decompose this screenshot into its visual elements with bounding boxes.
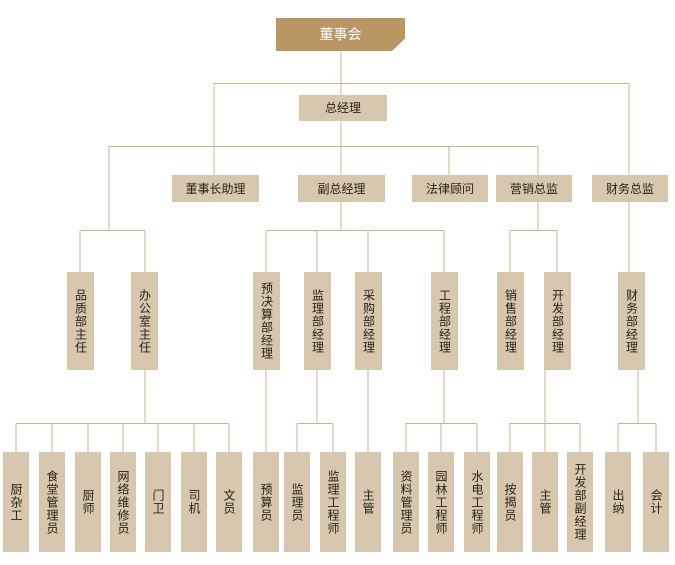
general-manager-node: 总经理	[299, 95, 387, 121]
accountant-node: 会计	[643, 452, 669, 552]
budgeter-node: 预算员	[253, 452, 279, 552]
office-head-node: 办公室主任	[131, 272, 158, 370]
clerk-node: 文员	[216, 452, 242, 552]
canteen-admin-node: 食堂管理员	[39, 452, 65, 552]
guard-node: 门卫	[145, 452, 171, 552]
mep-engineer-node: 水电工程师	[464, 452, 490, 552]
landscape-engineer-node: 园林工程师	[428, 452, 454, 552]
purchase-supervisor-node: 主管	[355, 452, 381, 552]
kitchen-helper-node: 厨杂工	[3, 452, 29, 552]
dev-deputy-manager-node: 开发部副经理	[567, 452, 593, 552]
supervisor-node: 监理员	[284, 452, 310, 552]
engineering-dept-manager-node: 工程部经理	[431, 272, 458, 370]
sales-dept-manager-node: 销售部经理	[497, 272, 524, 370]
board-node: 董事会	[276, 18, 405, 51]
quality-dept-head-node: 品质部主任	[67, 272, 94, 370]
sales-director-node: 营销总监	[496, 175, 572, 202]
budget-dept-manager-node: 预决算部经理	[253, 272, 280, 370]
network-repair-node: 网络维修员	[110, 452, 136, 552]
finance-dept-manager-node: 财务部经理	[618, 272, 645, 370]
mortgage-clerk-node: 按揭员	[497, 452, 523, 552]
legal-advisor-node: 法律顾问	[412, 175, 488, 202]
supervision-engineer-node: 监理工程师	[320, 452, 346, 552]
deputy-gm-node: 副总经理	[298, 175, 385, 202]
sales-supervisor-node: 主管	[532, 452, 558, 552]
driver-node: 司机	[181, 452, 207, 552]
cashier-node: 出纳	[605, 452, 631, 552]
purchase-dept-manager-node: 采购部经理	[355, 272, 382, 370]
finance-director-node: 财务总监	[592, 175, 668, 202]
chef-node: 厨师	[75, 452, 101, 552]
supervision-dept-manager-node: 监理部经理	[304, 272, 331, 370]
development-dept-manager-node: 开发部经理	[544, 272, 571, 370]
records-admin-node: 资料管理员	[393, 452, 419, 552]
chairman-assistant-node: 董事长助理	[172, 175, 259, 202]
